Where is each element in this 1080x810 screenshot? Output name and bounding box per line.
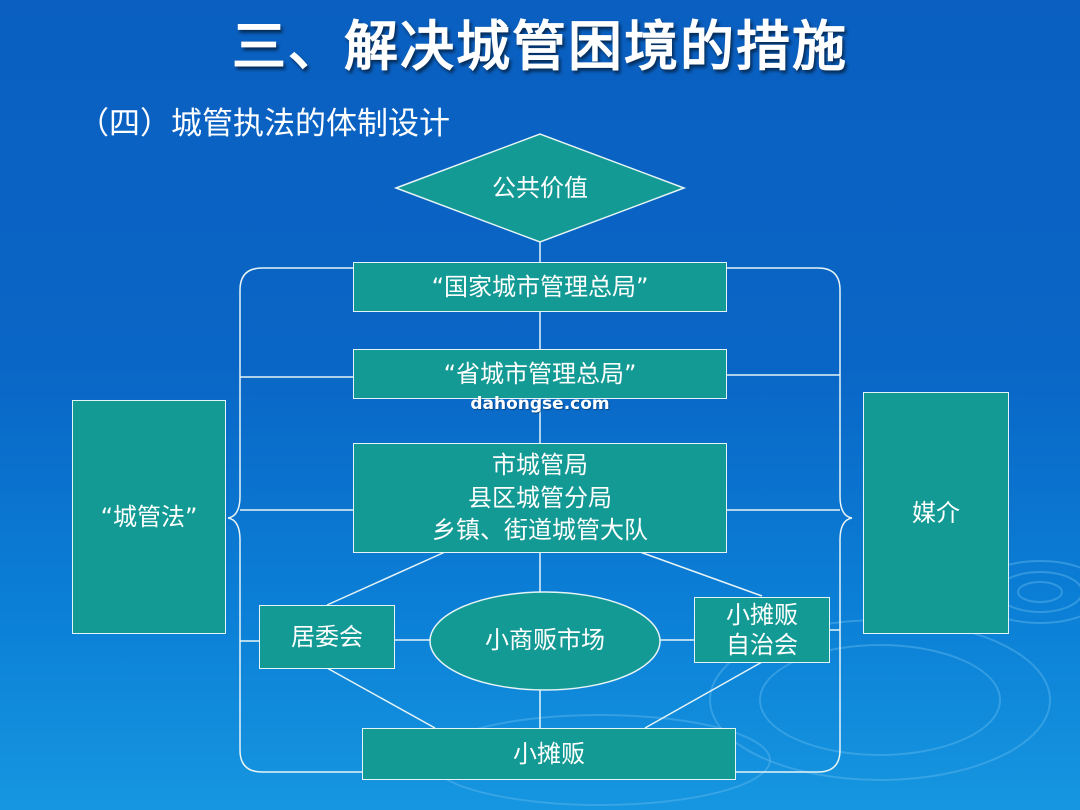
law-node: “城管法” — [72, 400, 226, 634]
national-bureau-node: “国家城市管理总局” — [353, 262, 727, 312]
provincial-bureau-node: “省城市管理总局” — [353, 349, 727, 399]
city-bureau-node: 市城管局 县区城管分局 乡镇、街道城管大队 — [353, 443, 727, 553]
city-bureau-line: 市城管局 — [492, 451, 588, 480]
street-brigade-line: 乡镇、街道城管大队 — [432, 516, 648, 545]
vendor-autonomy-node: 小摊贩 自治会 — [694, 597, 830, 663]
residents-committee-node: 居委会 — [259, 605, 395, 669]
media-node: 媒介 — [863, 392, 1009, 634]
vendor-autonomy-line-2: 自治会 — [726, 631, 798, 659]
slide-subtitle: （四）城管执法的体制设计 — [78, 106, 450, 142]
vendor-autonomy-line-1: 小摊贩 — [726, 601, 798, 629]
district-bureau-line: 县区城管分局 — [468, 483, 612, 512]
watermark-text: dahongse.com — [470, 394, 610, 414]
public-value-label: 公共价值 — [492, 174, 588, 202]
vendor-market-label: 小商贩市场 — [485, 626, 605, 654]
public-value-diamond — [393, 133, 687, 243]
vendor-market-ellipse — [429, 591, 661, 691]
vendors-node: 小摊贩 — [362, 728, 736, 780]
slide-title: 三、解决城管困境的措施 — [232, 15, 848, 78]
